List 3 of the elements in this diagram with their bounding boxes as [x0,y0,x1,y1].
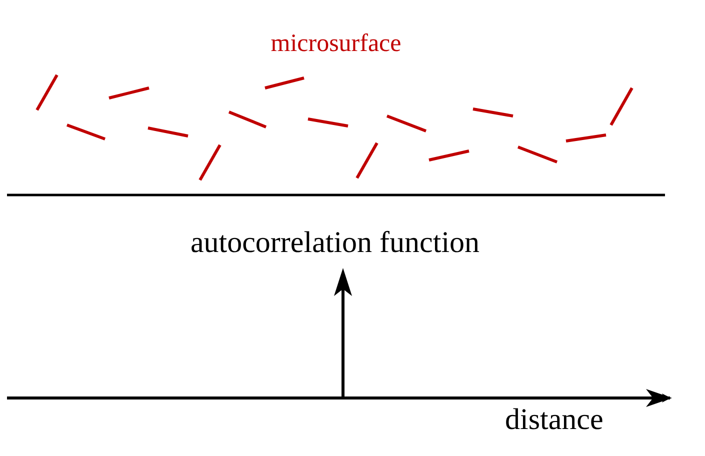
axis-label: distance [505,405,604,435]
microsurface-label: microsurface [270,31,402,56]
function-label: autocorrelation function [190,228,480,258]
